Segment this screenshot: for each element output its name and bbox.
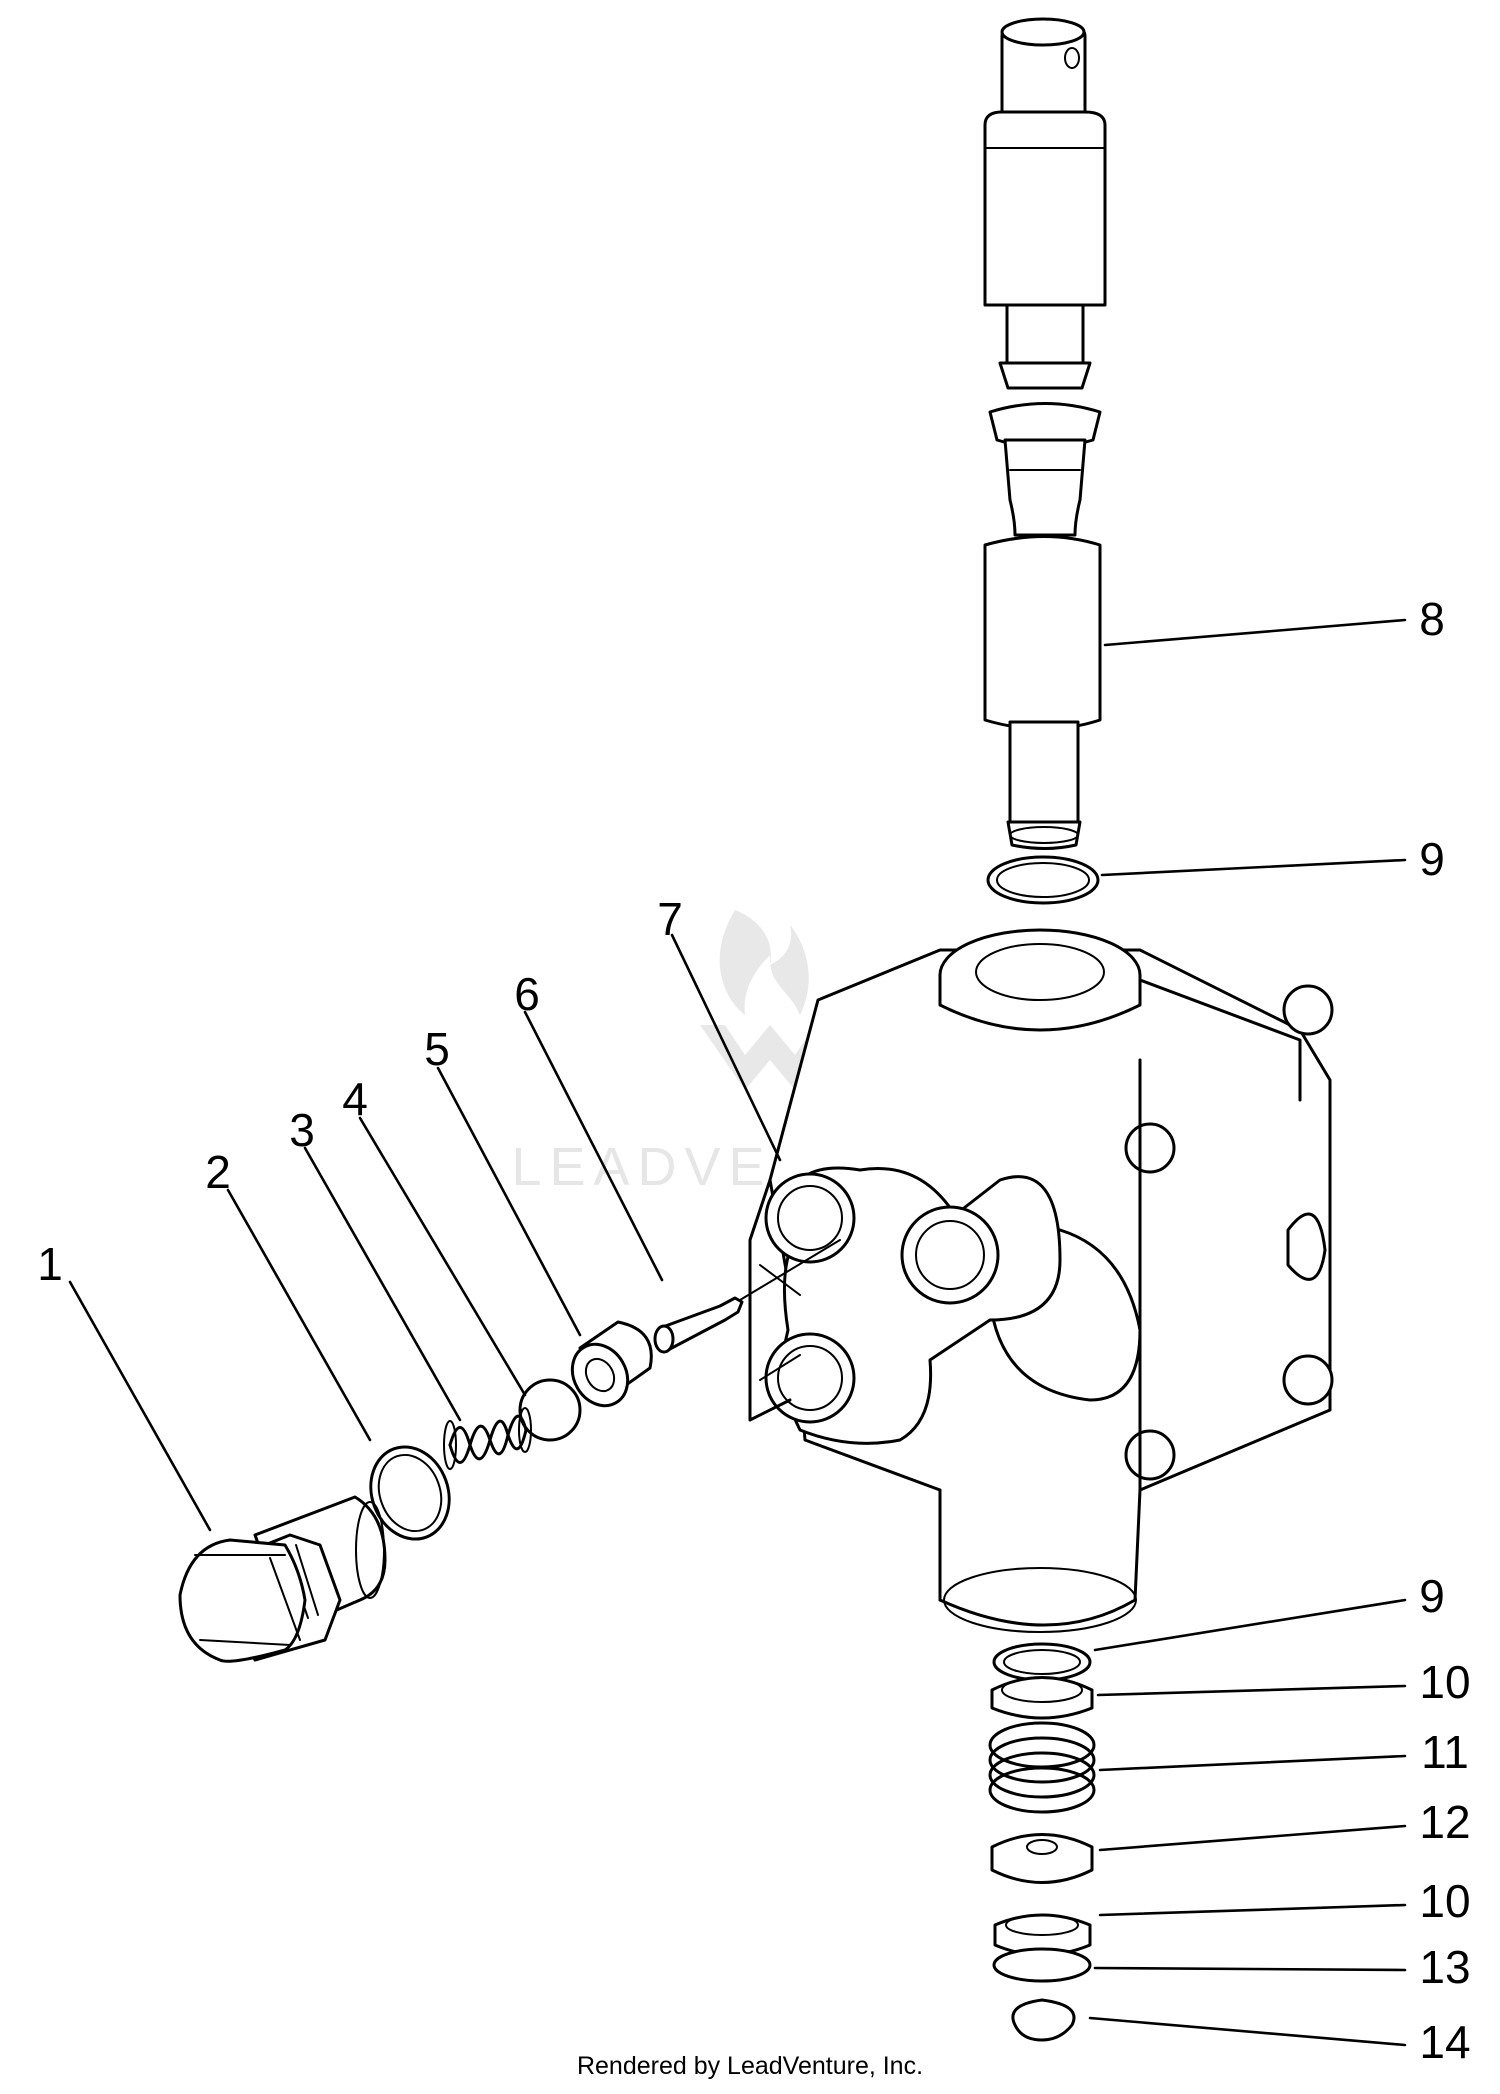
callout-labels: 1 2 3 4 5 6 7 8 9 9 10 11 12 10 13 14: [37, 593, 1470, 2068]
part-7-valve-body: [748, 928, 1334, 1633]
callout-2: 2: [205, 1146, 231, 1198]
part-1-plug: [178, 1495, 387, 1663]
callout-8: 8: [1419, 593, 1445, 645]
callout-11: 11: [1421, 1726, 1469, 1778]
callout-14: 14: [1419, 2016, 1470, 2068]
callout-10-upper: 10: [1419, 1656, 1470, 1708]
callout-5: 5: [424, 1023, 450, 1075]
callout-4: 4: [342, 1073, 368, 1125]
callout-7: 7: [657, 893, 683, 945]
part-9-upper-o-ring: [986, 855, 1100, 905]
footer-credit: Rendered by LeadVenture, Inc.: [577, 2052, 923, 2080]
part-3-spring: [443, 1407, 532, 1470]
part-12-retainer: [990, 1833, 1094, 1884]
callout-13: 13: [1419, 1941, 1470, 1993]
callout-9-lower: 9: [1419, 1570, 1445, 1622]
callout-6: 6: [514, 968, 540, 1020]
part-13-o-ring: [992, 1947, 1092, 1983]
part-6-pin: [653, 1239, 841, 1354]
callout-1: 1: [37, 1238, 63, 1290]
part-8-spool: [983, 17, 1107, 850]
part-11-spring: [988, 1721, 1096, 1814]
part-5-seat: [570, 1320, 653, 1408]
callout-3: 3: [289, 1104, 315, 1156]
lower-seal-stack: [988, 1642, 1096, 2042]
part-14-retaining-ring: [1011, 1998, 1076, 2042]
leader-lines: [68, 618, 1407, 2047]
part-4-ball: [518, 1378, 582, 1442]
callout-10-lower: 10: [1419, 1875, 1470, 1927]
part-2-o-ring: [369, 1445, 451, 1541]
callout-9-upper: 9: [1419, 833, 1445, 885]
callout-12: 12: [1419, 1796, 1470, 1848]
